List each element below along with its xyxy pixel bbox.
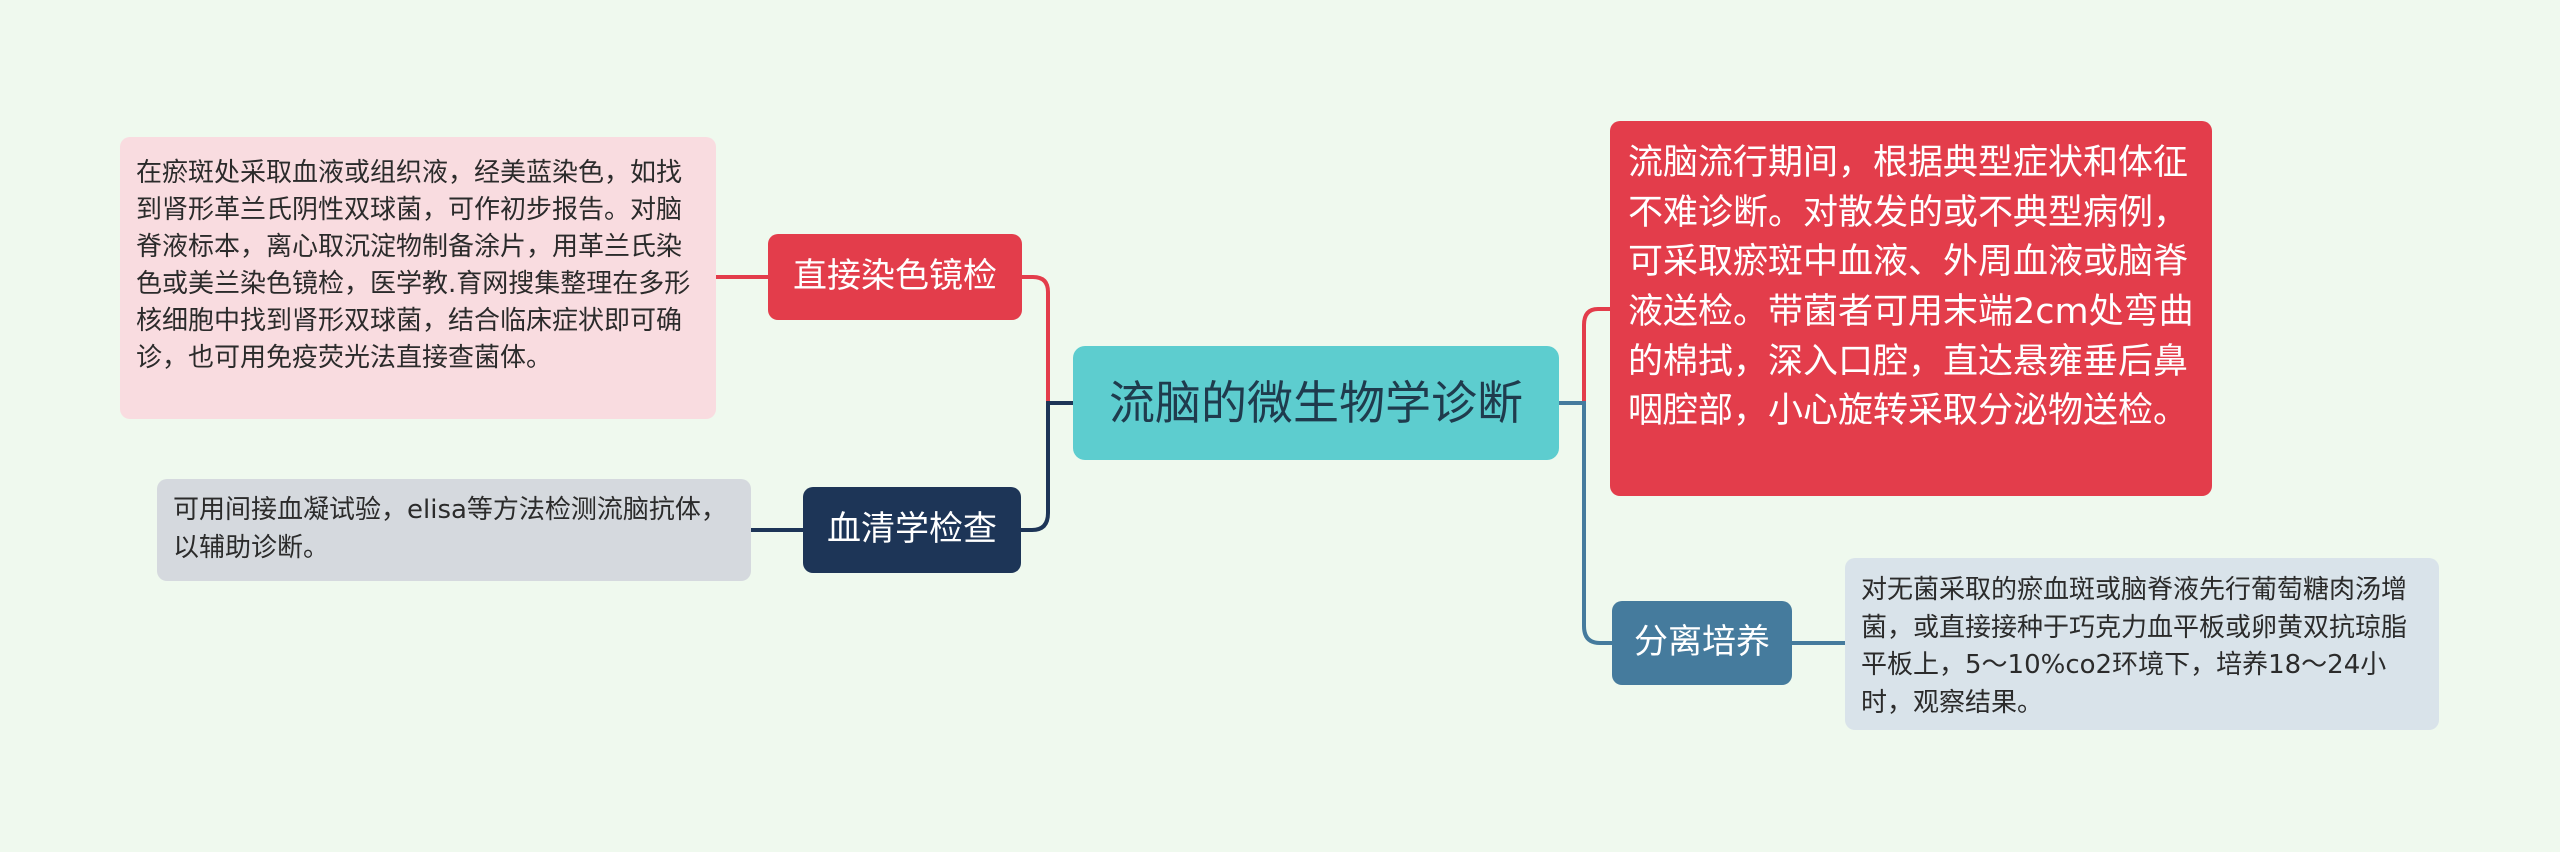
branch-culture-label: 分离培养 (1634, 622, 1770, 663)
detail-epidemic-text: 流脑流行期间，根据典型症状和体征不难诊断。对散发的或不典型病例，可采取瘀斑中血液… (1628, 143, 2194, 432)
connector-center-to-direct (1022, 275, 1073, 405)
branch-culture[interactable]: 分离培养 (1612, 601, 1792, 685)
connector-center-to-culture (1559, 401, 1612, 645)
detail-epidemic[interactable]: 流脑流行期间，根据典型症状和体征不难诊断。对散发的或不典型病例，可采取瘀斑中血液… (1610, 121, 2212, 496)
connector-center-to-epidemic (1559, 307, 1610, 405)
branch-serology-label: 血清学检查 (827, 509, 997, 550)
branch-direct-stain[interactable]: 直接染色镜检 (768, 234, 1022, 320)
detail-direct-stain-text: 在瘀斑处采取血液或组织液，经美蓝染色，如找到肾形革兰氏阴性双球菌，可作初步报告。… (136, 158, 691, 373)
detail-culture-text: 对无菌采取的瘀血斑或脑脊液先行葡萄糖肉汤增菌，或直接接种于巧克力血平板或卵黄双抗… (1861, 575, 2408, 719)
detail-direct-stain[interactable]: 在瘀斑处采取血液或组织液，经美蓝染色，如找到肾形革兰氏阴性双球菌，可作初步报告。… (120, 137, 716, 419)
branch-direct-stain-label: 直接染色镜检 (793, 256, 997, 297)
connector-center-to-serum (1021, 401, 1073, 532)
detail-serology[interactable]: 可用间接血凝试验，elisa等方法检测流脑抗体，以辅助诊断。 (157, 479, 751, 581)
branch-serology[interactable]: 血清学检查 (803, 487, 1021, 573)
detail-culture[interactable]: 对无菌采取的瘀血斑或脑脊液先行葡萄糖肉汤增菌，或直接接种于巧克力血平板或卵黄双抗… (1845, 558, 2439, 730)
detail-serology-text: 可用间接血凝试验，elisa等方法检测流脑抗体，以辅助诊断。 (173, 495, 727, 563)
central-topic-label: 流脑的微生物学诊断 (1109, 375, 1523, 430)
central-topic[interactable]: 流脑的微生物学诊断 (1073, 346, 1559, 460)
